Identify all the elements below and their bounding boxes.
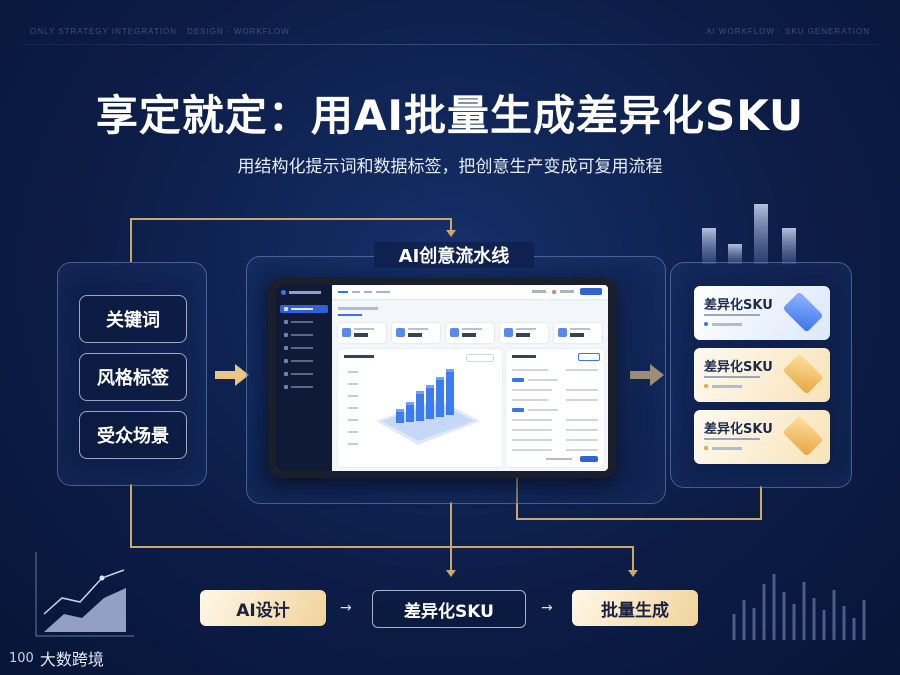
sidebar-item[interactable] <box>280 383 328 391</box>
sidebar-item[interactable] <box>280 344 328 352</box>
sku-card[interactable]: 差异化SKU <box>694 348 830 402</box>
stat-card <box>554 323 602 343</box>
stat-card <box>392 323 440 343</box>
stat-card <box>500 323 548 343</box>
sku-card-title: 差异化SKU <box>704 422 773 437</box>
arrow-right-icon <box>215 364 249 386</box>
list-card <box>506 349 604 467</box>
flow-step-batch[interactable]: 批量生成 <box>572 590 698 626</box>
header-divider <box>20 44 880 45</box>
stat-card <box>446 323 494 343</box>
dashboard-sidebar <box>276 285 332 471</box>
input-tag-audience[interactable]: 受众场景 <box>79 411 187 459</box>
chart-card <box>338 349 502 467</box>
sku-card[interactable]: 差异化SKU <box>694 286 830 340</box>
flow-step-ai-design[interactable]: AI设计 <box>200 590 326 626</box>
sidebar-item[interactable] <box>280 331 328 339</box>
sku-card[interactable]: 差异化SKU <box>694 410 830 464</box>
bar-lines-decoration <box>732 574 866 640</box>
header-strip-right: AI WORKFLOW · SKU GENERATION <box>706 27 870 36</box>
box-icon <box>782 415 824 457</box>
page-title: 享定就定：用AI批量生成差异化SKU <box>95 91 805 140</box>
page-subtitle: 用结构化提示词和数据标签，把创意生产变成可复用流程 <box>237 157 663 177</box>
arrow-right-icon <box>630 364 664 386</box>
stat-card <box>338 323 386 343</box>
bar-columns-decoration <box>702 204 796 264</box>
pipeline-label: AI创意流水线 <box>374 242 534 268</box>
input-tag-style[interactable]: 风格标签 <box>79 353 187 401</box>
sku-card-title: 差异化SKU <box>704 360 773 375</box>
sidebar-item[interactable] <box>280 305 328 313</box>
dashboard-tablet <box>268 278 616 478</box>
line-chart-decoration <box>35 552 134 637</box>
flow-arrow-icon: → <box>541 600 553 616</box>
isometric-bar-chart-icon <box>348 369 480 445</box>
box-icon <box>782 353 824 395</box>
flow-arrow-icon: → <box>340 600 352 616</box>
sku-card-title: 差异化SKU <box>704 298 773 313</box>
header-strip-left: ONLY STRATEGY INTEGRATION · DESIGN · WOR… <box>30 27 290 36</box>
dashboard-topbar <box>332 285 608 300</box>
flow-step-sku[interactable]: 差异化SKU <box>372 590 526 628</box>
sidebar-item[interactable] <box>280 318 328 326</box>
brand-mark: 100 <box>9 650 34 666</box>
brand-logo: 100 大数跨境 <box>9 646 104 670</box>
input-tag-keywords[interactable]: 关键词 <box>79 295 187 343</box>
brand-name: 大数跨境 <box>39 650 104 669</box>
sidebar-item[interactable] <box>280 370 328 378</box>
dashboard-screen <box>276 285 608 471</box>
box-icon <box>782 291 824 333</box>
sidebar-item[interactable] <box>280 357 328 365</box>
